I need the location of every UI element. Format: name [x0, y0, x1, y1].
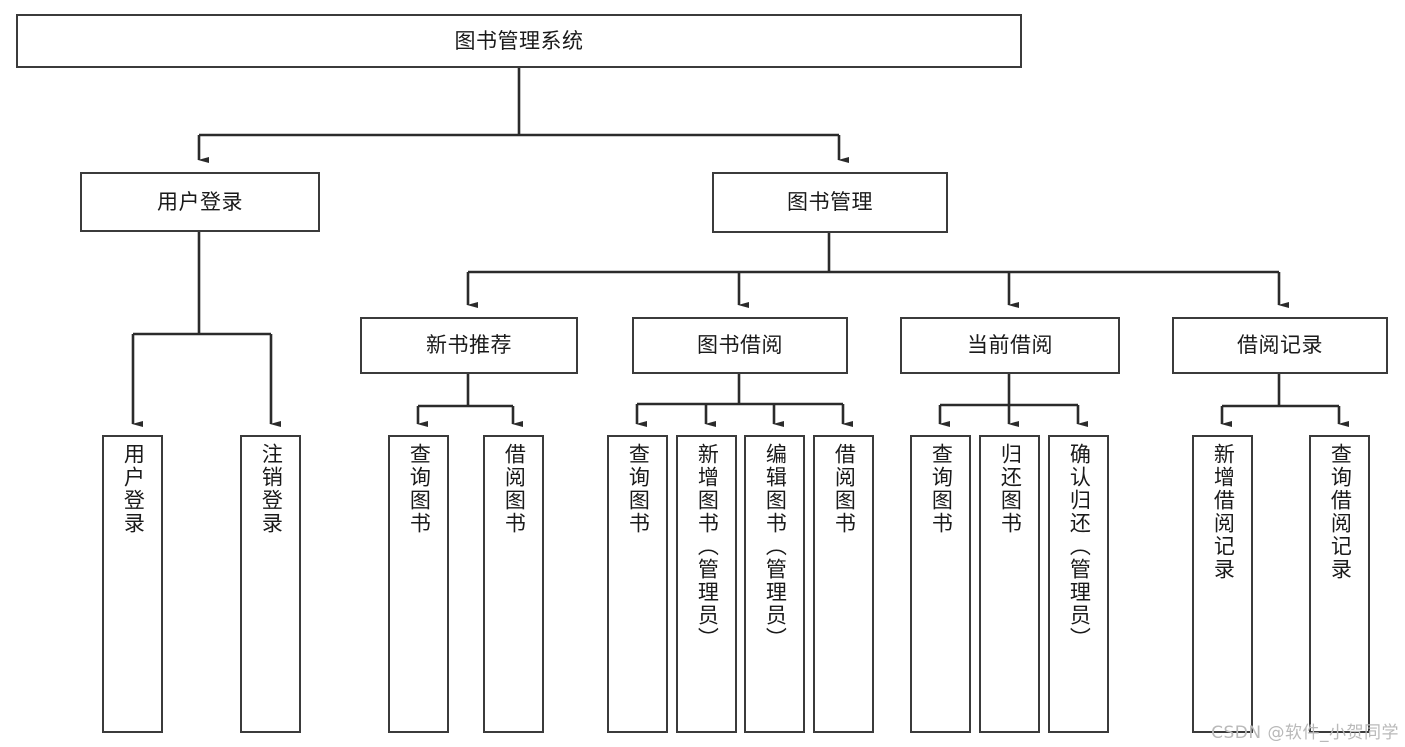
leaf-add-book-admin[interactable]: 新增图书（管理员）	[676, 435, 737, 733]
node-book-management[interactable]: 图书管理	[712, 172, 948, 233]
node-label: 当前借阅	[967, 333, 1053, 357]
node-current-borrow[interactable]: 当前借阅	[900, 317, 1120, 374]
leaf-add-borrow-record[interactable]: 新增借阅记录	[1192, 435, 1253, 733]
leaf-user-login[interactable]: 用户登录	[102, 435, 163, 733]
node-label: 用户登录	[157, 189, 243, 214]
node-label: 注销登录	[259, 443, 284, 535]
node-label: 借阅记录	[1237, 333, 1323, 357]
node-label: 查询图书	[407, 443, 432, 535]
node-label: 用户登录	[121, 443, 146, 535]
leaf-query-book-newbook[interactable]: 查询图书	[388, 435, 449, 733]
node-book-borrow[interactable]: 图书借阅	[632, 317, 848, 374]
node-new-book-recommend[interactable]: 新书推荐	[360, 317, 578, 374]
node-label: 新书推荐	[426, 333, 512, 357]
node-label: 查询图书	[929, 443, 954, 535]
leaf-query-borrow-record[interactable]: 查询借阅记录	[1309, 435, 1370, 733]
leaf-query-book-borrow[interactable]: 查询图书	[607, 435, 668, 733]
node-label: 归还图书	[998, 443, 1023, 535]
node-label: 查询图书	[626, 443, 651, 535]
node-root-book-management-system[interactable]: 图书管理系统	[16, 14, 1022, 68]
leaf-borrow-book-newbook[interactable]: 借阅图书	[483, 435, 544, 733]
watermark-text: CSDN @软件_小贺同学	[1211, 723, 1399, 743]
node-label: 新增借阅记录	[1211, 443, 1236, 581]
node-label: 图书管理	[787, 190, 873, 214]
node-label: 图书借阅	[697, 333, 783, 357]
leaf-confirm-return-admin[interactable]: 确认归还（管理员）	[1048, 435, 1109, 733]
node-label: 查询借阅记录	[1328, 443, 1353, 581]
leaf-query-book-current[interactable]: 查询图书	[910, 435, 971, 733]
leaf-return-book[interactable]: 归还图书	[979, 435, 1040, 733]
node-user-login[interactable]: 用户登录	[80, 172, 320, 232]
node-label: 编辑图书（管理员）	[763, 443, 788, 650]
leaf-edit-book-admin[interactable]: 编辑图书（管理员）	[744, 435, 805, 733]
leaf-borrow-book[interactable]: 借阅图书	[813, 435, 874, 733]
node-label: 图书管理系统	[454, 28, 584, 53]
node-label: 确认归还（管理员）	[1067, 443, 1092, 650]
node-borrow-record[interactable]: 借阅记录	[1172, 317, 1388, 374]
node-label: 借阅图书	[832, 443, 857, 535]
node-label: 新增图书（管理员）	[695, 443, 720, 650]
node-label: 借阅图书	[502, 443, 527, 535]
leaf-logout[interactable]: 注销登录	[240, 435, 301, 733]
